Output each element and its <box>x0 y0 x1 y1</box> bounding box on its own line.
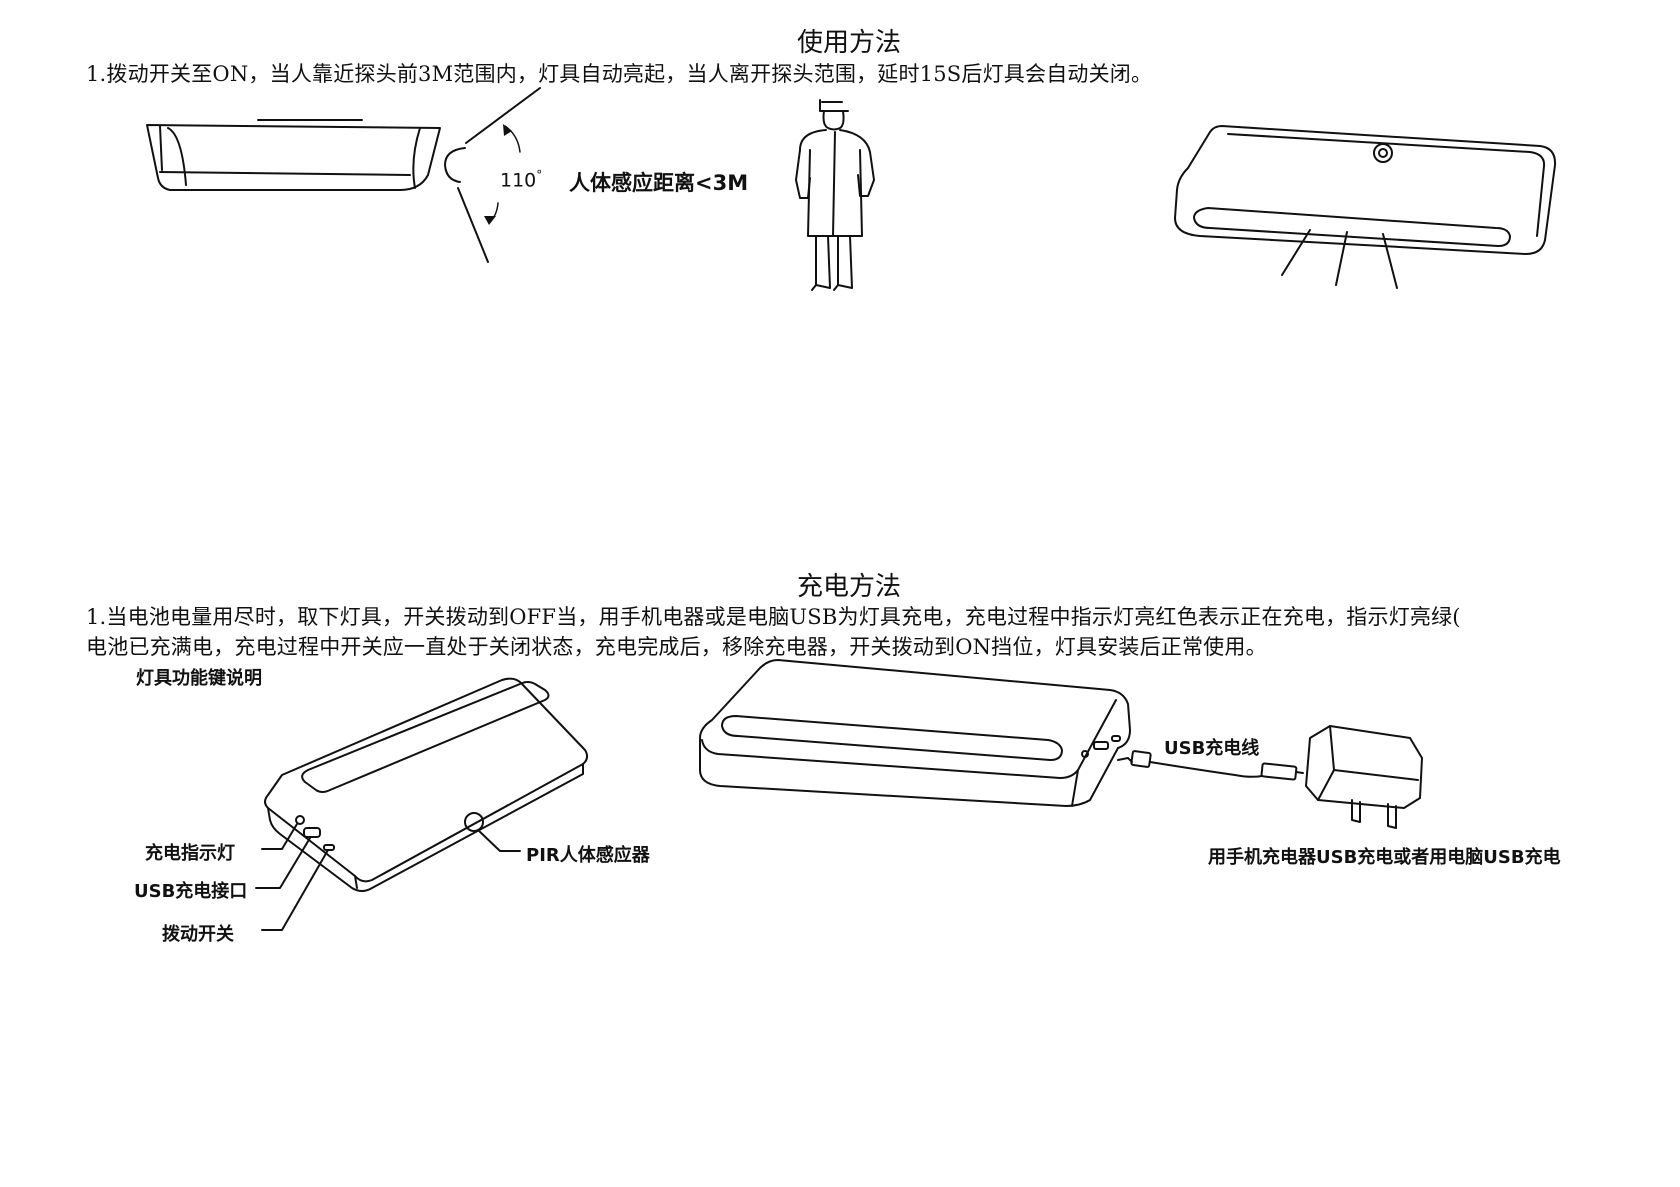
detection-angle-label: 110° <box>500 168 542 191</box>
slide-switch-label: 拨动开关 <box>162 924 234 945</box>
usage-instructions: 1.拨动开关至ON，当人靠近探头前3M范围内，灯具自动亮起，当人离开探头范围，延… <box>86 62 1153 86</box>
charging-instructions-line-2: 电池已充满电，充电过程中开关应一直处于关闭状态，充电完成后，移除充电器，开关拨动… <box>86 635 1267 659</box>
degree-symbol: ° <box>536 168 543 182</box>
detection-range-label: 人体感应距离<3M <box>569 171 749 195</box>
function-keys-heading: 灯具功能键说明 <box>136 668 262 689</box>
usb-cable-label: USB充电线 <box>1164 738 1260 759</box>
pir-sensor-label: PIR人体感应器 <box>526 845 650 866</box>
charger-caption: 用手机充电器USB充电或者用电脑USB充电 <box>1208 847 1561 868</box>
charge-indicator-label: 充电指示灯 <box>145 843 235 864</box>
charging-instructions-line-1: 1.当电池电量用尽时，取下灯具，开关拨动到OFF当，用手机电器或是电脑USB为灯… <box>86 605 1461 629</box>
usb-port-label: USB充电接口 <box>134 881 248 902</box>
usage-title: 使用方法 <box>797 28 902 58</box>
charging-title: 充电方法 <box>797 572 902 602</box>
angle-value: 110 <box>500 169 537 192</box>
